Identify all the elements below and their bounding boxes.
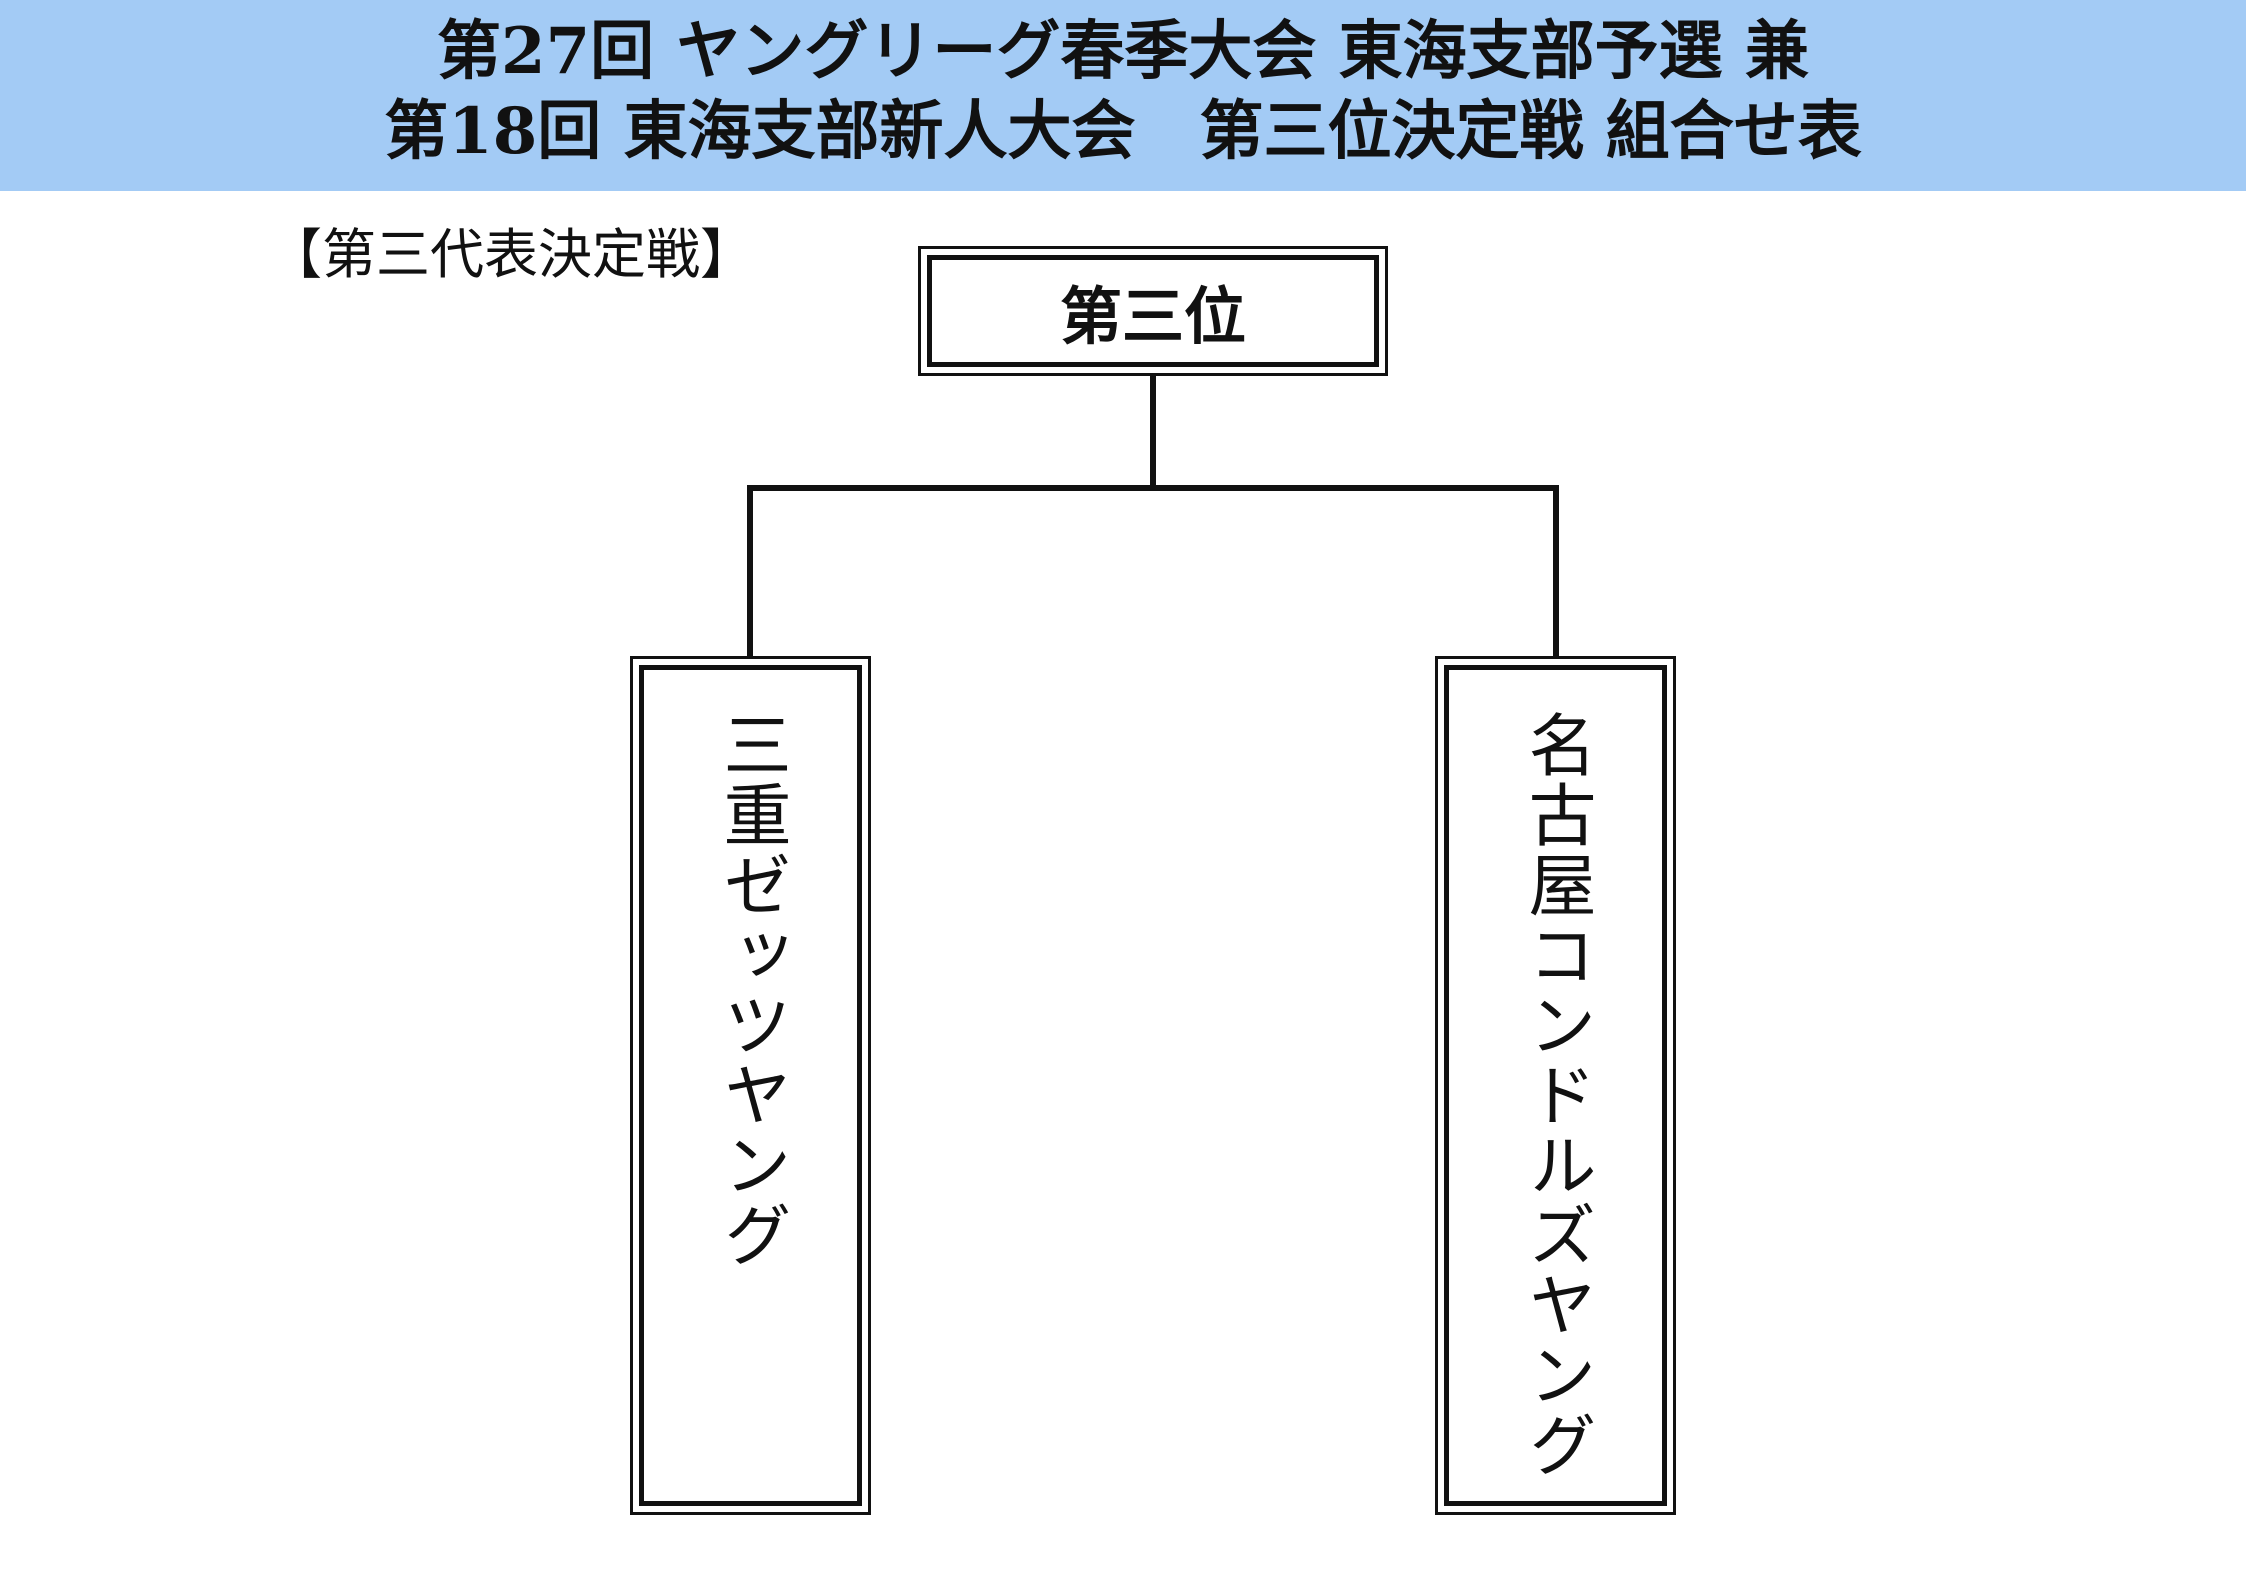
team-name: 名古屋コンドルズヤング <box>1516 710 1595 1480</box>
bracket-line-stem <box>1150 375 1156 489</box>
team-name: 三重ゼッツヤング <box>711 710 790 1270</box>
bracket-line-right <box>1553 485 1559 657</box>
title-line-1: 第27回 ヤングリーグ春季大会 東海支部予選 兼 <box>437 14 1809 89</box>
title-line-2: 第18回 東海支部新人大会 第三位決定戦 組合せ表 <box>384 94 1862 169</box>
section-label: 【第三代表決定戦】 <box>268 223 754 286</box>
title-banner: 第27回 ヤングリーグ春季大会 東海支部予選 兼 第18回 東海支部新人大会 第… <box>0 0 2246 191</box>
bracket-line-left <box>747 485 753 657</box>
team-box-right: 名古屋コンドルズヤング <box>1435 656 1676 1515</box>
team-box-left: 三重ゼッツヤング <box>630 656 871 1515</box>
winner-label: 第三位 <box>1059 280 1246 353</box>
bracket-line-horizontal <box>747 485 1559 491</box>
winner-box: 第三位 <box>918 246 1388 376</box>
